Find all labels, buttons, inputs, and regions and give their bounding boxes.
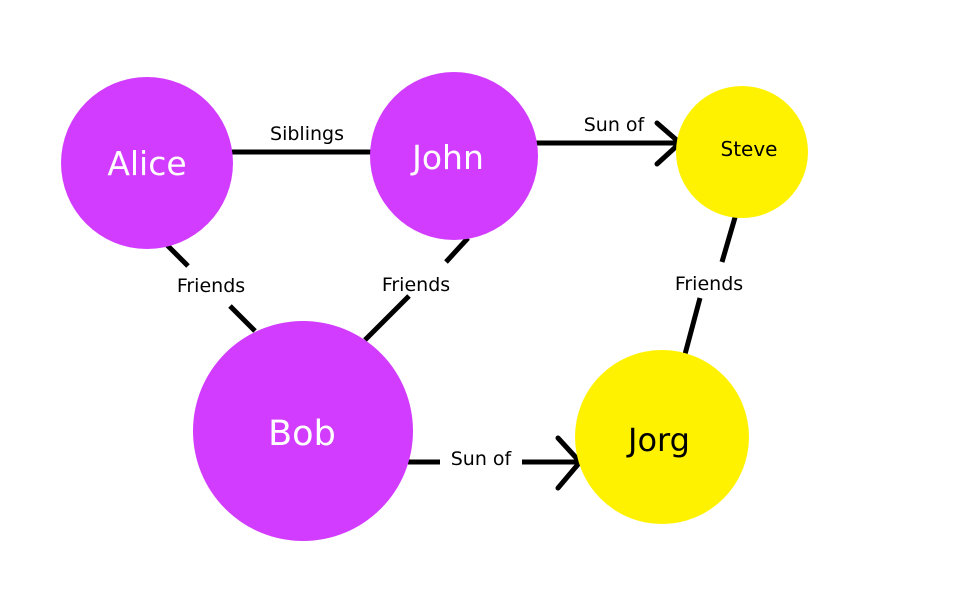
edge-bob-jorg: Sun of [408,435,583,491]
edge-label-friends: Friends [177,275,245,297]
edge-line [163,241,190,268]
node-jorg: Jorg [575,350,749,524]
node-circle [61,77,233,249]
node-steve: Steve [676,86,808,218]
node-john: John [370,72,538,240]
node-label-alice: Alice [107,144,186,183]
edge-label-sun-of: Sun of [584,114,646,136]
node-circle [370,72,538,240]
edge-label-friends: Friends [675,273,743,295]
edge-label-siblings: Siblings [270,123,344,145]
node-label-john: John [410,138,484,177]
edge-label-friends: Friends [382,274,450,296]
edge-alice-bob: Friends [163,241,257,333]
node-label-jorg: Jorg [626,421,690,459]
node-bob: Bob [193,321,413,541]
edge-steve-jorg: Friends [675,213,743,359]
node-circle [676,86,808,218]
node-alice: Alice [61,77,233,249]
edge-john-steve: Sun of [536,114,683,167]
edge-label-sun-of: Sun of [451,448,513,470]
node-circle [575,350,749,524]
edge-line [444,236,470,264]
edge-line [719,213,739,263]
edge-line [228,304,257,333]
edge-john-bob: Friends [363,236,470,342]
edge-line [363,294,411,342]
node-label-steve: Steve [721,137,778,161]
node-circle [193,321,413,541]
node-label-bob: Bob [268,414,336,454]
edge-alice-john: Siblings [228,123,372,155]
edge-line [681,297,703,359]
